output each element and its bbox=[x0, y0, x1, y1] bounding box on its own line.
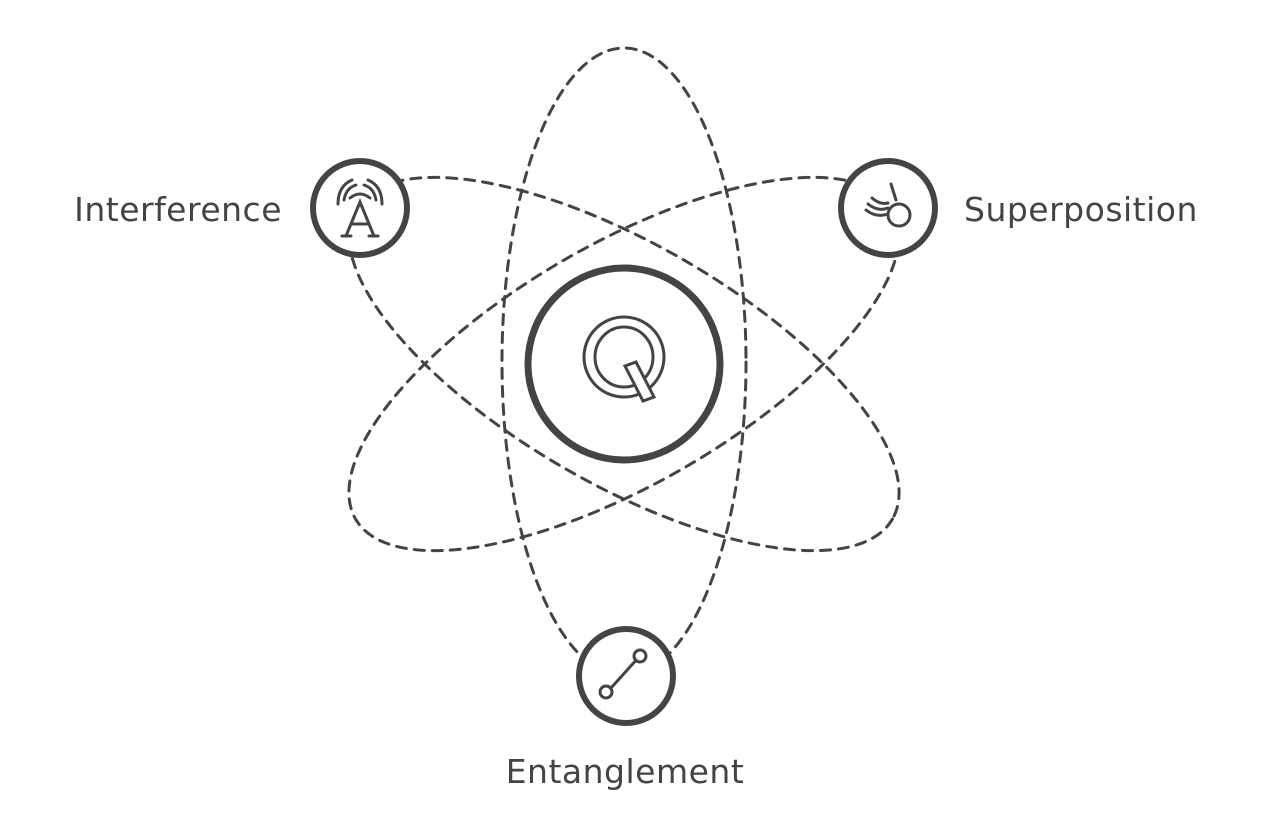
antenna-a-icon bbox=[336, 178, 384, 238]
q-letter-icon bbox=[582, 315, 666, 403]
linked-nodes-icon bbox=[598, 648, 648, 700]
interference-label: Interference bbox=[74, 190, 282, 229]
swinging-ball-icon bbox=[864, 182, 912, 228]
entanglement-label: Entanglement bbox=[505, 752, 745, 791]
center-node bbox=[524, 264, 724, 464]
superposition-label: Superposition bbox=[964, 190, 1198, 229]
entanglement-node[interactable] bbox=[576, 626, 676, 726]
interference-node[interactable] bbox=[310, 158, 410, 258]
superposition-node[interactable] bbox=[838, 158, 938, 258]
